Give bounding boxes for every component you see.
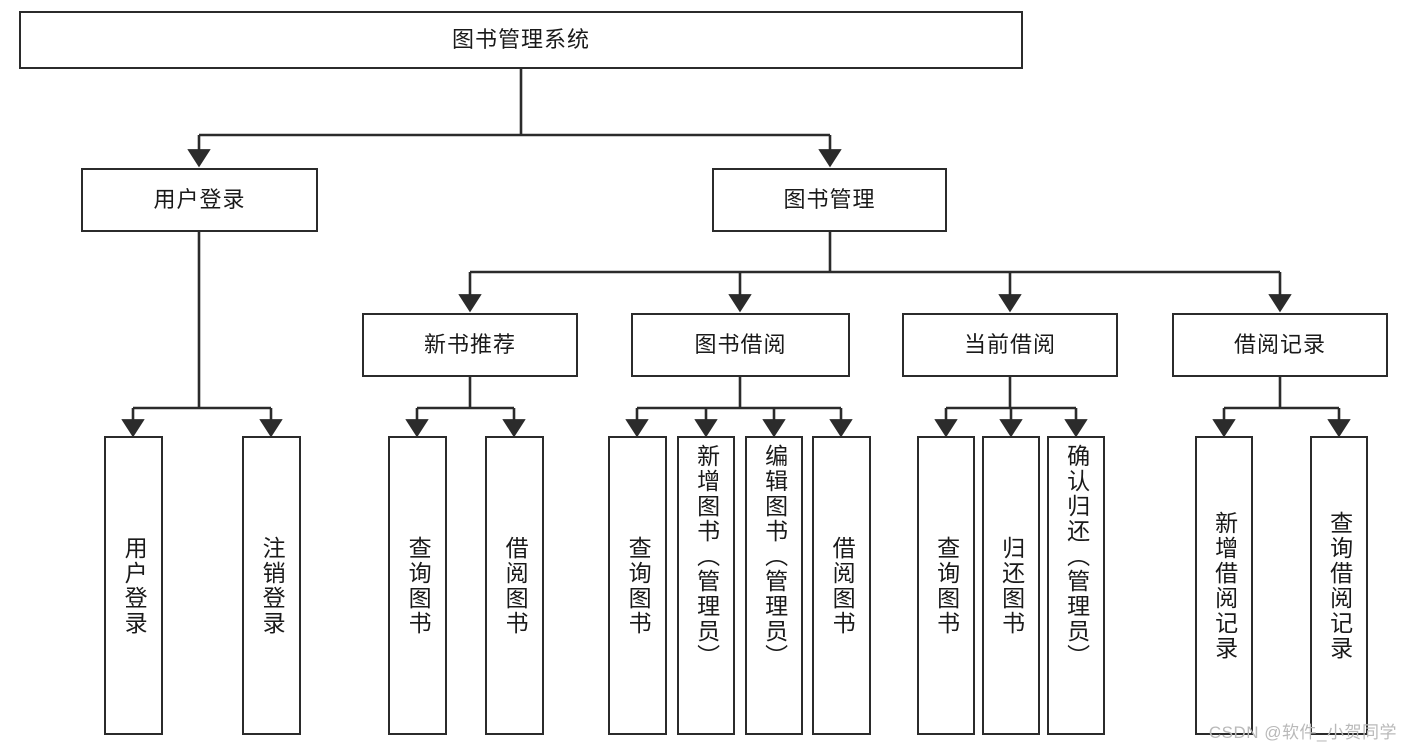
node-book-management[interactable]: 图书管理 <box>712 168 947 232</box>
watermark: CSDN @软件_小贺同学 <box>1208 723 1397 742</box>
node-leaf-query-book-2[interactable]: 查询图书 <box>608 436 667 735</box>
node-leaf-add-record-label: 新增借阅记录 <box>1211 510 1238 661</box>
node-new-book-recommend[interactable]: 新书推荐 <box>362 313 578 377</box>
node-leaf-borrow-book-1[interactable]: 借阅图书 <box>485 436 544 735</box>
node-leaf-query-book-1[interactable]: 查询图书 <box>388 436 447 735</box>
node-leaf-logout-login-label: 注销登录 <box>259 535 286 636</box>
node-user-login[interactable]: 用户登录 <box>81 168 318 232</box>
node-borrow-record-label: 借阅记录 <box>1233 331 1326 357</box>
node-book-borrow-label: 图书借阅 <box>694 331 787 357</box>
node-leaf-query-book-3-label: 查询图书 <box>933 535 960 636</box>
node-leaf-confirm-return[interactable]: 确认归还（管理员） <box>1047 436 1105 735</box>
node-root[interactable]: 图书管理系统 <box>19 11 1023 69</box>
node-book-management-label: 图书管理 <box>783 186 876 212</box>
node-leaf-add-record[interactable]: 新增借阅记录 <box>1195 436 1253 735</box>
node-leaf-confirm-return-label: 确认归还（管理员） <box>1063 444 1090 669</box>
node-leaf-user-login[interactable]: 用户登录 <box>104 436 163 735</box>
node-book-borrow[interactable]: 图书借阅 <box>631 313 850 377</box>
node-leaf-logout-login[interactable]: 注销登录 <box>242 436 301 735</box>
node-leaf-query-record-label: 查询借阅记录 <box>1326 510 1353 661</box>
node-root-label: 图书管理系统 <box>451 26 590 52</box>
node-leaf-add-book[interactable]: 新增图书（管理员） <box>677 436 735 735</box>
node-leaf-edit-book[interactable]: 编辑图书（管理员） <box>745 436 803 735</box>
node-leaf-query-record[interactable]: 查询借阅记录 <box>1310 436 1368 735</box>
node-leaf-borrow-book-2[interactable]: 借阅图书 <box>812 436 871 735</box>
node-leaf-return-book-label: 归还图书 <box>998 535 1025 636</box>
node-leaf-add-book-label: 新增图书（管理员） <box>693 444 720 669</box>
node-new-book-recommend-label: 新书推荐 <box>423 331 516 357</box>
node-leaf-query-book-2-label: 查询图书 <box>625 535 652 636</box>
node-leaf-user-login-label: 用户登录 <box>121 535 148 636</box>
node-user-login-label: 用户登录 <box>153 186 246 212</box>
node-leaf-borrow-book-2-label: 借阅图书 <box>829 535 856 636</box>
node-current-borrow[interactable]: 当前借阅 <box>902 313 1118 377</box>
node-leaf-query-book-1-label: 查询图书 <box>405 535 432 636</box>
node-leaf-edit-book-label: 编辑图书（管理员） <box>761 444 788 669</box>
node-leaf-borrow-book-1-label: 借阅图书 <box>502 535 529 636</box>
node-leaf-return-book[interactable]: 归还图书 <box>982 436 1040 735</box>
node-leaf-query-book-3[interactable]: 查询图书 <box>917 436 975 735</box>
node-current-borrow-label: 当前借阅 <box>963 331 1056 357</box>
node-borrow-record[interactable]: 借阅记录 <box>1172 313 1388 377</box>
